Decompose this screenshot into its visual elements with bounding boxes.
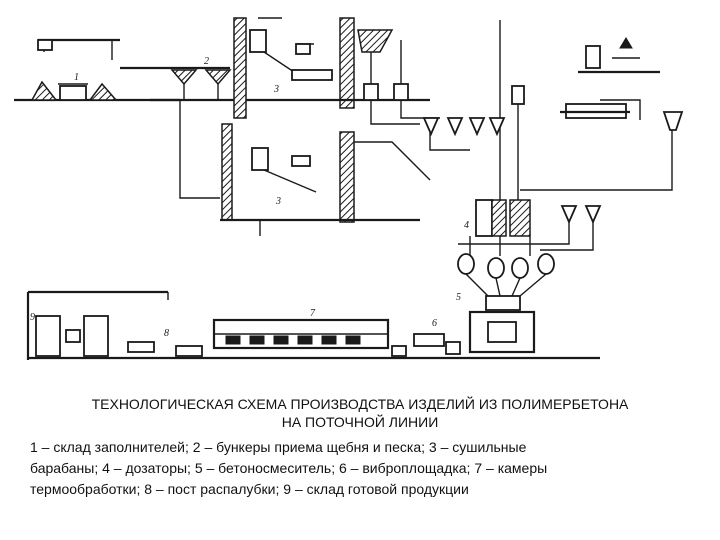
label-7: 7	[310, 308, 316, 319]
label-9: 9	[30, 312, 35, 323]
thermal-chamber-cells	[225, 335, 361, 345]
label-1: 1	[74, 72, 79, 83]
label-5: 5	[456, 292, 461, 303]
binder-storage	[499, 20, 660, 120]
component-numbers: 1 2 3 3 4 5 6 7 8 9	[30, 56, 469, 339]
process-scheme-diagram: 1 2 3 3 4 5 6 7 8 9	[14, 17, 684, 360]
caption-legend: 1 – склад заполнителей; 2 – бункеры прие…	[30, 437, 675, 500]
legend-line-2: барабаны; 4 – дозаторы; 5 – бетоносмесит…	[30, 460, 548, 476]
legend-line-3: термообработки; 8 – пост распалубки; 9 –…	[30, 481, 469, 497]
drying-drums-upper	[233, 17, 430, 119]
caption-title: ТЕХНОЛОГИЧЕСКАЯ СХЕМА ПРОИЗВОДСТВА ИЗДЕЛ…	[30, 395, 690, 431]
dosing-and-mixing	[457, 199, 602, 354]
aggregate-warehouse	[14, 38, 180, 102]
label-8: 8	[164, 328, 169, 339]
label-3: 3	[273, 84, 279, 95]
label-6: 6	[432, 318, 437, 329]
production-line	[26, 290, 600, 360]
label-2: 2	[204, 56, 209, 67]
caption-title-line-1: ТЕХНОЛОГИЧЕСКАЯ СХЕМА ПРОИЗВОДСТВА ИЗДЕЛ…	[91, 396, 629, 412]
receiving-bunkers	[120, 66, 290, 102]
legend-line-1: 1 – склад заполнителей; 2 – бункеры прие…	[30, 439, 527, 455]
drying-drums-lower	[220, 123, 431, 236]
dosers-upper-row	[422, 103, 684, 137]
caption-title-line-2: НА ПОТОЧНОЙ ЛИНИИ	[281, 414, 439, 430]
label-3b: 3	[275, 196, 281, 207]
label-4: 4	[464, 220, 469, 231]
